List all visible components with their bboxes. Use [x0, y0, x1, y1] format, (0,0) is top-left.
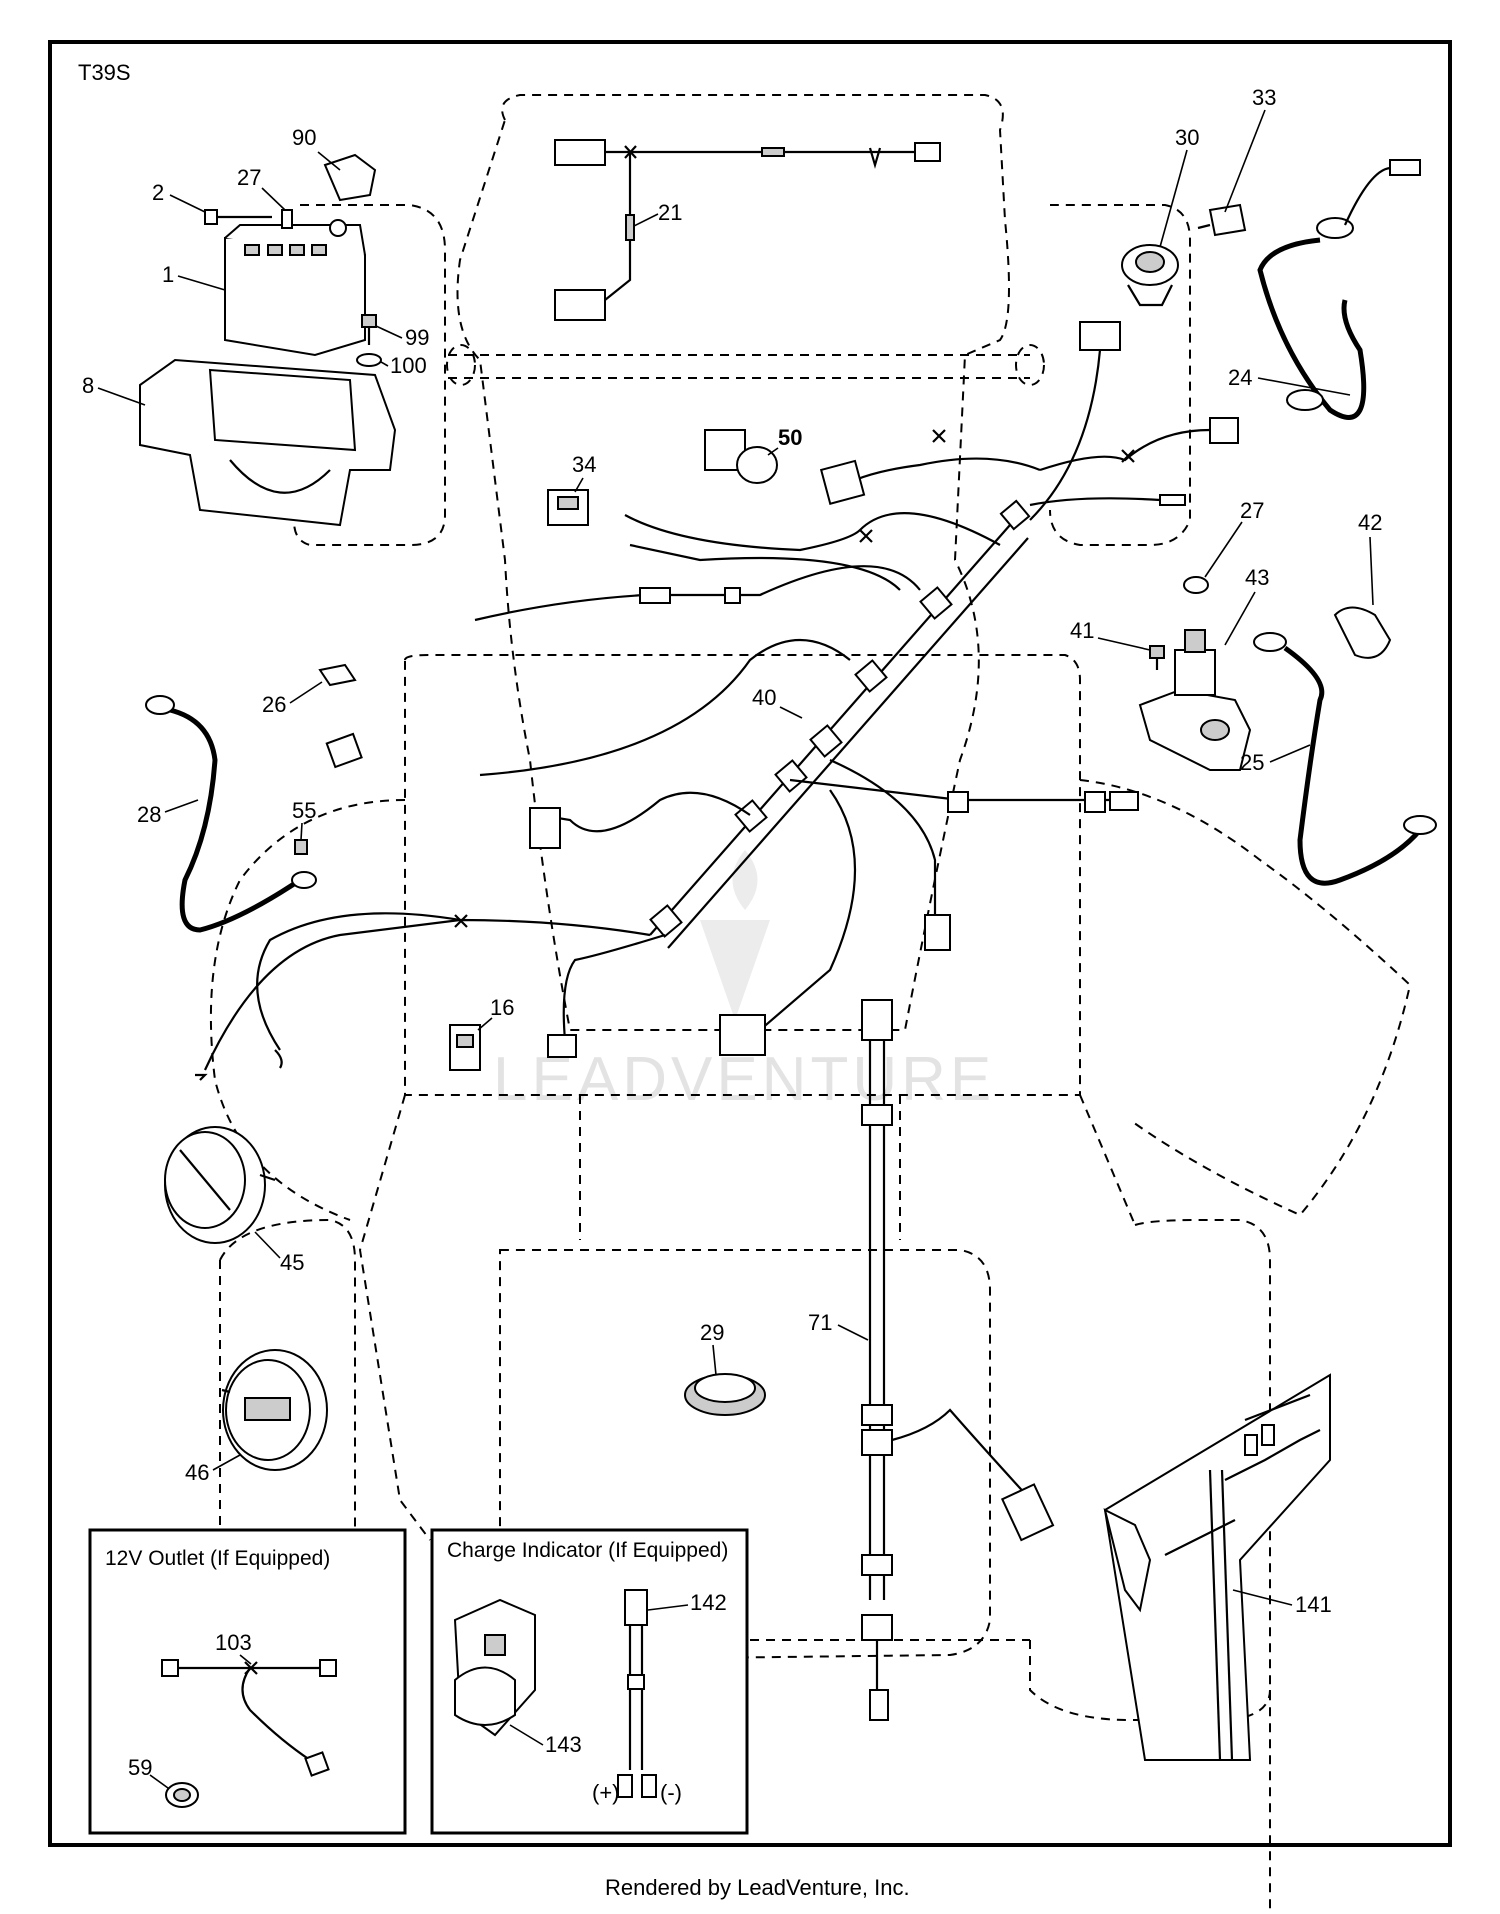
gauge-45 — [164, 1126, 276, 1244]
callout-141: 141 — [1295, 1592, 1332, 1617]
battery-tray — [139, 358, 397, 527]
callout-25: 25 — [1240, 750, 1264, 775]
main-harness-40 — [195, 321, 1239, 1081]
diagram-code: T39S — [78, 60, 131, 85]
callout-21: 21 — [658, 200, 682, 225]
tractor-outline — [209, 94, 1412, 1914]
callout-103: 103 — [215, 1630, 252, 1655]
callout-8: 8 — [82, 373, 94, 398]
callout-41: 41 — [1070, 618, 1094, 643]
pto-switch-50 — [704, 429, 778, 484]
switch-34 — [547, 489, 589, 526]
harness-71 — [861, 999, 1055, 1721]
relay-16 — [449, 1024, 481, 1071]
callout-27a: 27 — [237, 165, 261, 190]
callout-27b: 27 — [1240, 498, 1264, 523]
callout-50: 50 — [778, 425, 802, 450]
boot-42 — [1333, 606, 1392, 659]
callout-90: 90 — [292, 125, 316, 150]
callout-100: 100 — [390, 353, 427, 378]
screw-55 — [294, 839, 308, 855]
solenoid-43 — [1138, 576, 1252, 771]
cable-28 — [145, 695, 317, 933]
callout-30: 30 — [1175, 125, 1199, 150]
callout-45: 45 — [280, 1250, 304, 1275]
bolt-41 — [1149, 645, 1165, 670]
callout-55: 55 — [292, 798, 316, 823]
callout-43: 43 — [1245, 565, 1269, 590]
callout-40: 40 — [752, 685, 776, 710]
harness-21 — [554, 139, 941, 321]
bracket-141 — [1103, 1373, 1331, 1761]
plug-29 — [684, 1373, 766, 1416]
connector-plug — [325, 732, 363, 769]
ignition-switch — [1121, 244, 1179, 307]
callout-46: 46 — [185, 1460, 209, 1485]
diagram-frame — [48, 40, 1452, 1847]
callout-28: 28 — [137, 802, 161, 827]
bolt-2 — [204, 209, 272, 225]
callouts: 90 2 27 1 99 100 8 21 30 33 24 50 34 27 … — [82, 85, 1382, 1789]
inset-charge-indicator: Charge Indicator (If Equipped) (+) (-) — [430, 1528, 749, 1835]
charge-inset-title: Charge Indicator (If Equipped) — [447, 1539, 728, 1562]
callout-29: 29 — [700, 1320, 724, 1345]
cable-24 — [1257, 159, 1421, 420]
outlet-inset-title: 12V Outlet (If Equipped) — [105, 1547, 330, 1570]
callout-16: 16 — [490, 995, 514, 1020]
plus-label: (+) — [592, 1780, 620, 1805]
inset-12v-outlet: 12V Outlet (If Equipped) — [88, 1528, 407, 1835]
callout-1: 1 — [162, 262, 174, 287]
callout-24: 24 — [1228, 365, 1252, 390]
battery — [224, 209, 366, 357]
callout-59: 59 — [128, 1755, 152, 1780]
callout-142: 142 — [690, 1590, 727, 1615]
watermark-logo — [700, 850, 770, 1020]
callout-99: 99 — [405, 325, 429, 350]
callout-34: 34 — [572, 452, 596, 477]
hourmeter-46 — [221, 1349, 328, 1471]
callout-143: 143 — [545, 1732, 582, 1757]
callout-71: 71 — [808, 1310, 832, 1335]
terminal-boot-90 — [323, 153, 377, 202]
callout-33: 33 — [1252, 85, 1276, 110]
callout-26: 26 — [262, 692, 286, 717]
minus-label: (-) — [660, 1780, 682, 1805]
cable-25 — [1253, 632, 1437, 886]
bolt-99 — [356, 314, 382, 367]
ignition-key — [1197, 203, 1247, 237]
fuse-26 — [318, 663, 357, 687]
callout-42: 42 — [1358, 510, 1382, 535]
callout-2: 2 — [152, 180, 164, 205]
footer-credit: Rendered by LeadVenture, Inc. — [605, 1875, 910, 1900]
